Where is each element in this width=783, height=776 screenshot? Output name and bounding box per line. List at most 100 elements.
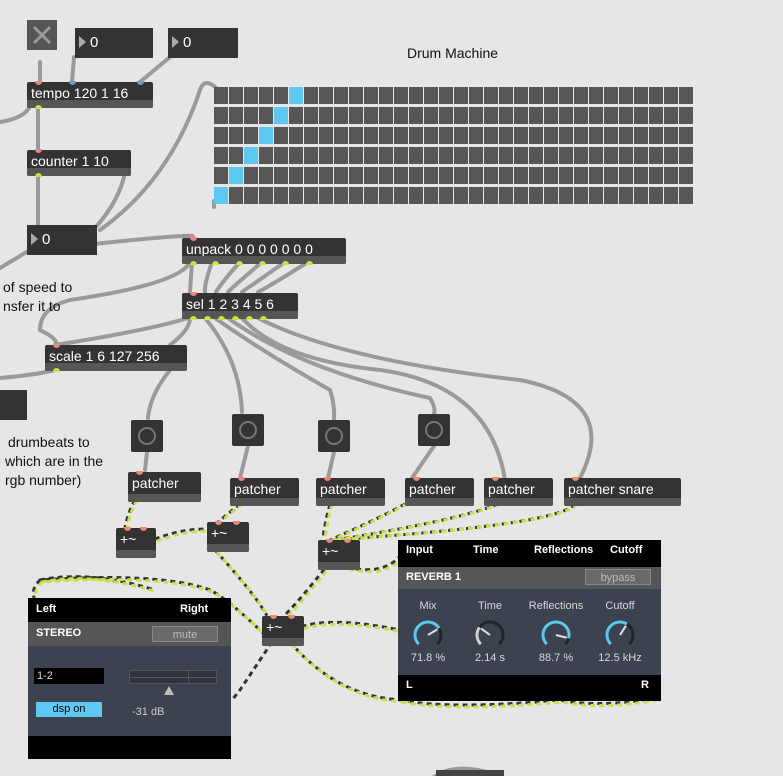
matrix-cell[interactable] (544, 127, 558, 144)
bypass-button[interactable]: bypass (585, 569, 651, 585)
matrix-cell[interactable] (289, 147, 303, 164)
matrix-cell[interactable] (529, 187, 543, 204)
matrix-cell[interactable] (469, 87, 483, 104)
matrix-cell[interactable] (229, 107, 243, 124)
matrix-cell[interactable] (484, 147, 498, 164)
matrix-cell[interactable] (619, 127, 633, 144)
dsp-toggle-button[interactable]: dsp on (36, 702, 102, 717)
matrix-cell[interactable] (349, 167, 363, 184)
matrix-cell[interactable] (409, 127, 423, 144)
matrix-cell[interactable] (214, 167, 228, 184)
matrix-cell[interactable] (289, 107, 303, 124)
matrix-cell[interactable] (244, 187, 258, 204)
matrix-cell[interactable] (529, 107, 543, 124)
matrix-cell[interactable] (214, 107, 228, 124)
matrix-cell[interactable] (394, 127, 408, 144)
patcher-object-5[interactable]: patcher (484, 477, 553, 506)
matrix-cell[interactable] (334, 87, 348, 104)
matrix-cell[interactable] (649, 107, 663, 124)
matrix-cell[interactable] (454, 147, 468, 164)
matrix-cell[interactable] (634, 147, 648, 164)
matrix-cell[interactable] (379, 147, 393, 164)
matrix-cell[interactable] (454, 87, 468, 104)
matrix-cell[interactable] (514, 167, 528, 184)
matrix-cell[interactable] (649, 127, 663, 144)
toggle[interactable] (27, 20, 57, 50)
matrix-cell[interactable] (589, 107, 603, 124)
matrix-cell[interactable] (319, 127, 333, 144)
matrix-cell[interactable] (229, 167, 243, 184)
matrix-cell[interactable] (439, 187, 453, 204)
matrix-cell[interactable] (319, 147, 333, 164)
matrix-cell[interactable] (664, 87, 678, 104)
matrix-cell[interactable] (319, 107, 333, 124)
matrix-cell[interactable] (454, 187, 468, 204)
matrix-cell[interactable] (619, 147, 633, 164)
matrix-cell[interactable] (304, 167, 318, 184)
matrix-cell[interactable] (679, 147, 693, 164)
matrix-cell[interactable] (439, 147, 453, 164)
scale-object[interactable]: scale 1 6 127 256 (45, 344, 187, 372)
matrix-cell[interactable] (589, 147, 603, 164)
matrix-cell[interactable] (604, 127, 618, 144)
matrix-cell[interactable] (394, 107, 408, 124)
matrix-cell[interactable] (619, 187, 633, 204)
matrix-cell[interactable] (634, 167, 648, 184)
matrix-cell[interactable] (544, 107, 558, 124)
matrix-cell[interactable] (544, 87, 558, 104)
patcher-object-4[interactable]: patcher (405, 477, 474, 506)
matrix-cell[interactable] (574, 127, 588, 144)
matrix-cell[interactable] (214, 147, 228, 164)
matrix-cell[interactable] (334, 167, 348, 184)
matrix-cell[interactable] (619, 167, 633, 184)
dial-reflections[interactable] (538, 617, 574, 653)
matrix-cell[interactable] (379, 107, 393, 124)
matrix-cell[interactable] (649, 147, 663, 164)
matrix-cell[interactable] (244, 107, 258, 124)
bang-button-3[interactable] (318, 420, 350, 452)
matrix-cell[interactable] (484, 107, 498, 124)
matrix-cell[interactable] (409, 187, 423, 204)
matrix-cell[interactable] (259, 187, 273, 204)
matrix-cell[interactable] (424, 87, 438, 104)
matrix-cell[interactable] (274, 87, 288, 104)
matrix-cell[interactable] (649, 167, 663, 184)
matrix-cell[interactable] (349, 127, 363, 144)
dial-time[interactable] (472, 617, 508, 653)
matrix-cell[interactable] (514, 147, 528, 164)
matrix-cell[interactable] (469, 167, 483, 184)
matrix-cell[interactable] (649, 87, 663, 104)
matrix-cell[interactable] (319, 187, 333, 204)
matrix-cell[interactable] (664, 127, 678, 144)
patcher-object-2[interactable]: patcher (230, 477, 299, 506)
matrix-cell[interactable] (424, 127, 438, 144)
matrix-cell[interactable] (379, 127, 393, 144)
matrix-cell[interactable] (559, 187, 573, 204)
matrix-cell[interactable] (274, 187, 288, 204)
matrix-cell[interactable] (379, 187, 393, 204)
matrix-cell[interactable] (499, 187, 513, 204)
matrix-cell[interactable] (664, 187, 678, 204)
matrix-cell[interactable] (304, 187, 318, 204)
matrix-cell[interactable] (394, 187, 408, 204)
matrix-cell[interactable] (589, 87, 603, 104)
bang-button-2[interactable] (232, 414, 264, 446)
matrix-cell[interactable] (604, 107, 618, 124)
matrix-cell[interactable] (559, 127, 573, 144)
matrix-cell[interactable] (424, 107, 438, 124)
matrix-cell[interactable] (469, 127, 483, 144)
matrix-cell[interactable] (439, 107, 453, 124)
matrix-cell[interactable] (544, 167, 558, 184)
matrix-cell[interactable] (589, 167, 603, 184)
matrix-cell[interactable] (484, 187, 498, 204)
matrix-cell[interactable] (664, 167, 678, 184)
matrix-cell[interactable] (304, 147, 318, 164)
matrix-cell[interactable] (289, 167, 303, 184)
dial-mix[interactable] (410, 617, 446, 653)
matrix-cell[interactable] (394, 87, 408, 104)
matrix-cell[interactable] (319, 87, 333, 104)
matrix-cell[interactable] (499, 167, 513, 184)
matrix-cell[interactable] (484, 87, 498, 104)
matrix-cell[interactable] (529, 147, 543, 164)
matrix-cell[interactable] (304, 127, 318, 144)
